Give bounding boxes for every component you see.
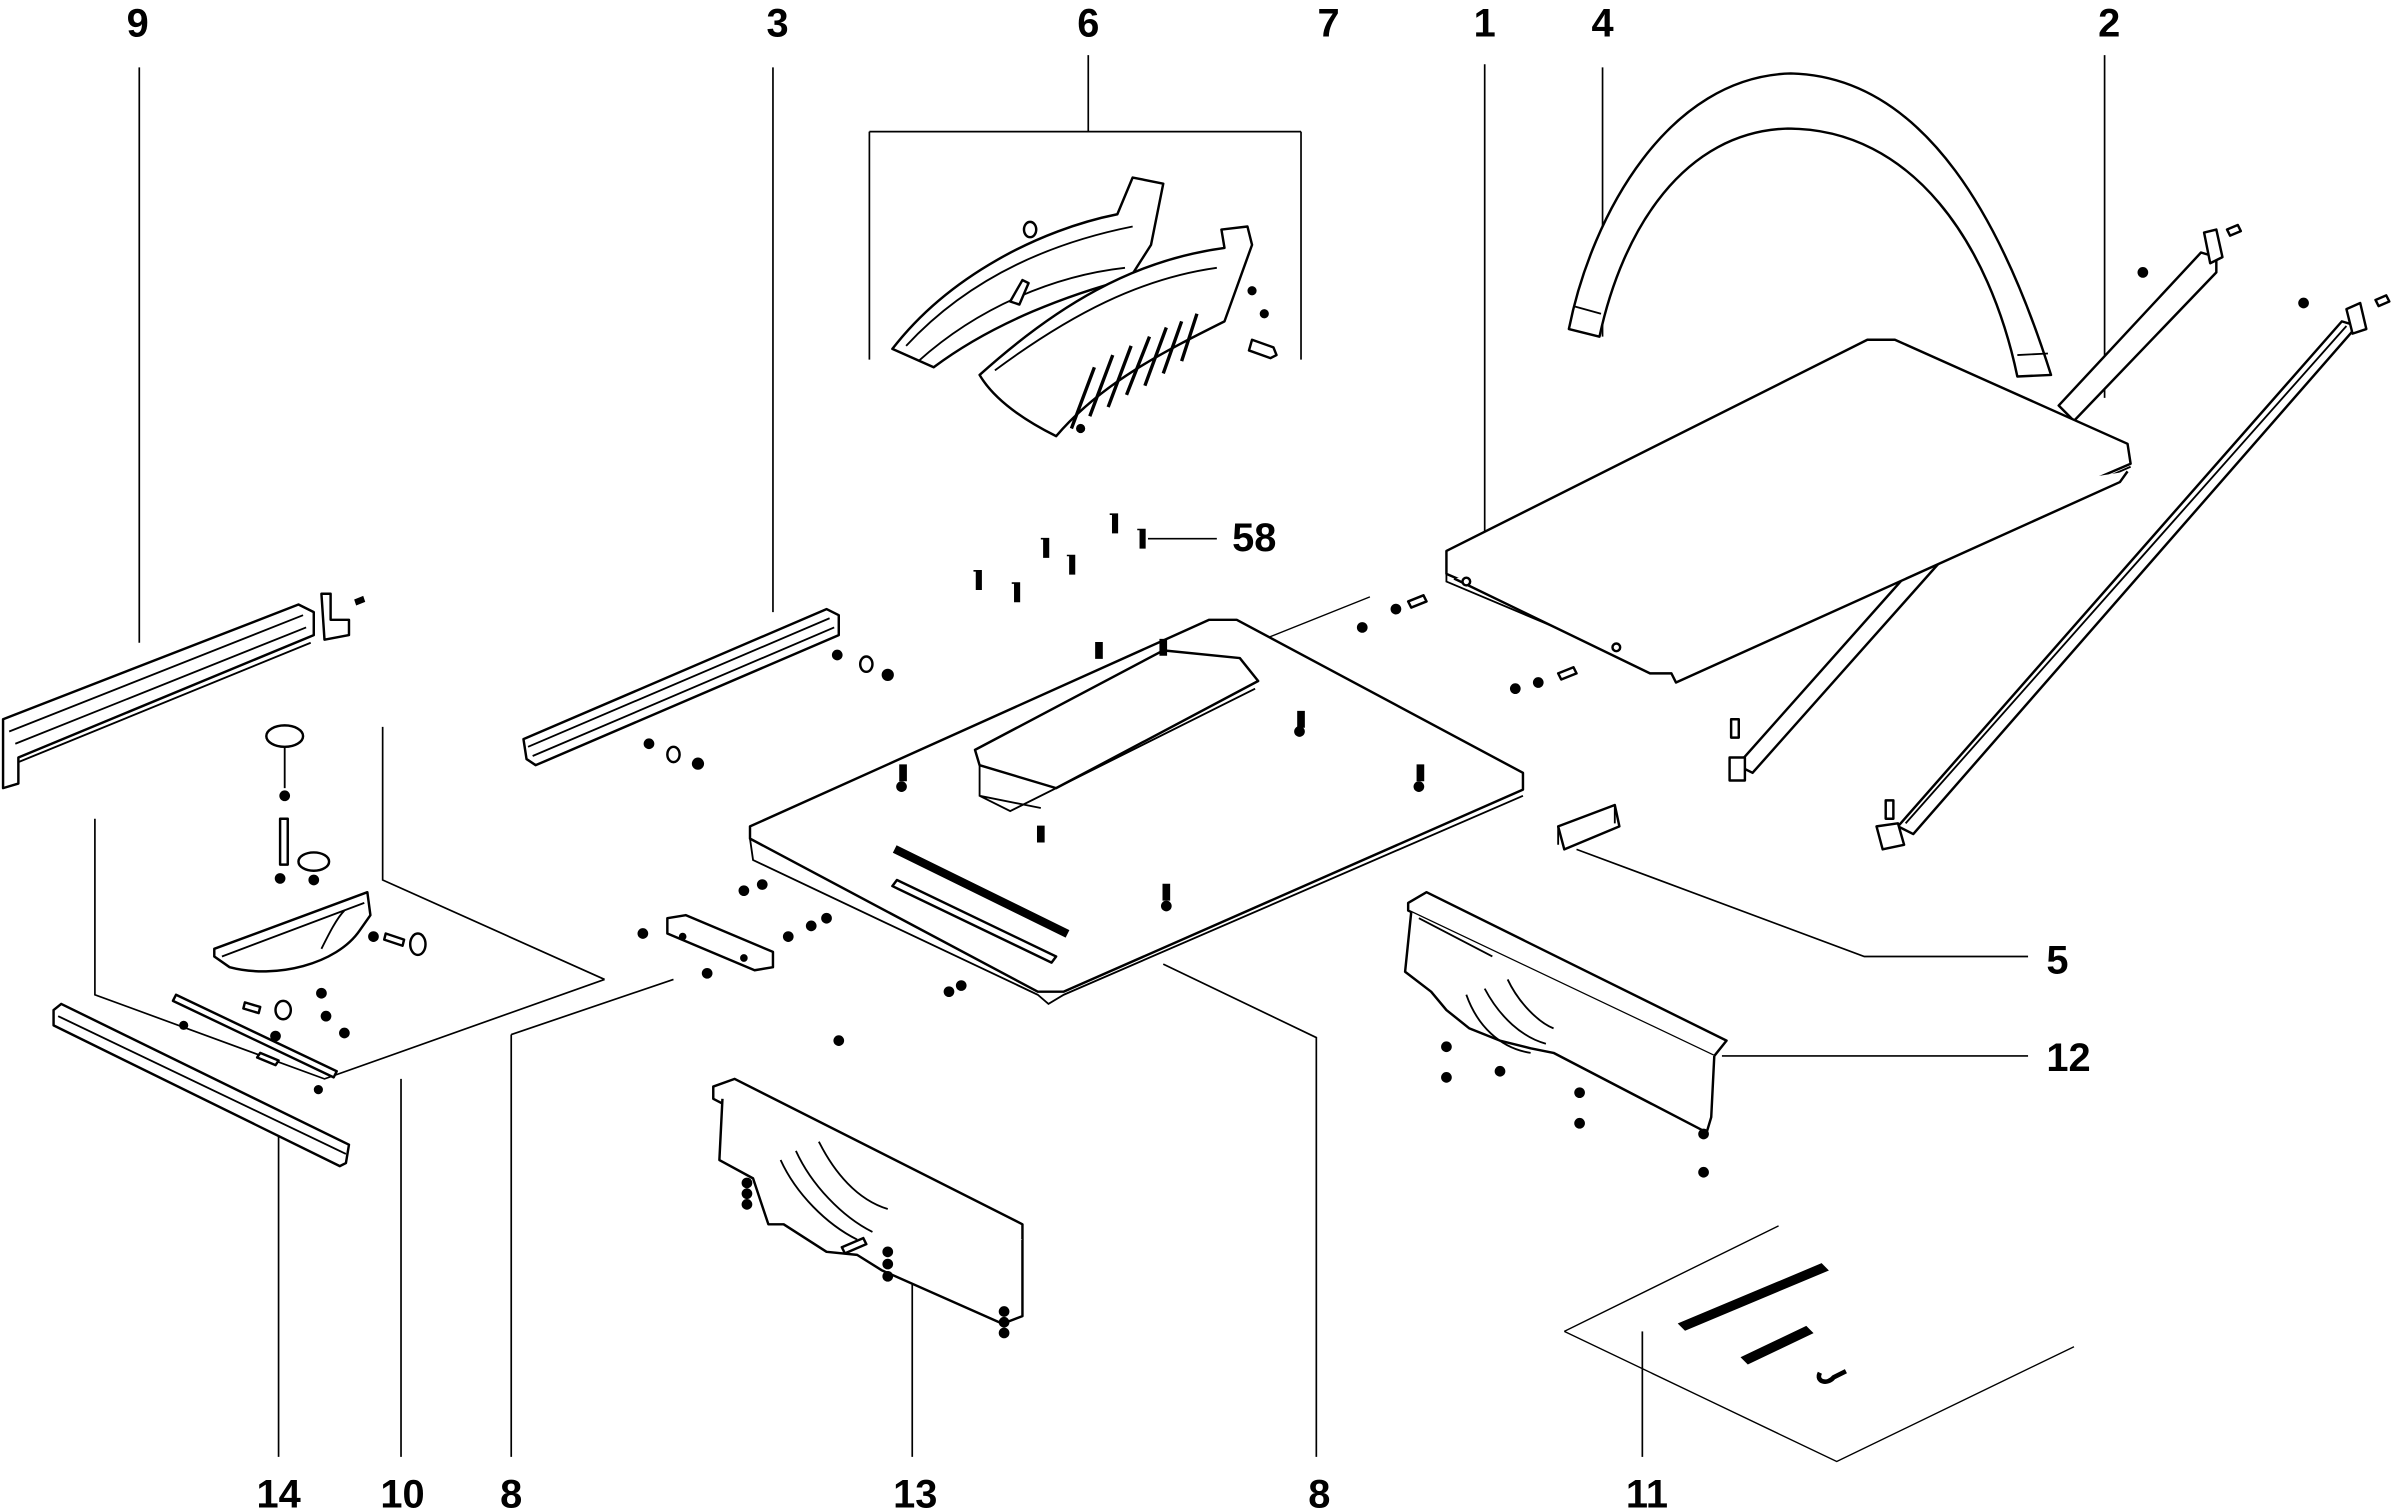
part-13-side-frame [712, 1077, 1024, 1339]
leader-8-left [510, 978, 674, 1457]
part-4-dust-hose [1567, 72, 2053, 378]
part-12-side-frame [1356, 594, 1728, 1178]
callout-12: 12 [2046, 1036, 2090, 1080]
part-1-extension-table [1445, 338, 2132, 684]
callout-1: 1 [1474, 2, 1496, 46]
callout-58: 58 [1232, 516, 1276, 560]
part-5-bracket [1556, 803, 1621, 851]
callout-6: 6 [1077, 2, 1099, 46]
leader-6-7-bracket [868, 55, 1302, 360]
part-11-accessory-kit [1563, 1225, 2075, 1463]
callout-5: 5 [2046, 938, 2068, 982]
callout-11: 11 [1626, 1472, 1668, 1512]
callout-14: 14 [256, 1472, 300, 1512]
callout-8-left: 8 [500, 1472, 522, 1512]
part-6-7-blade-guard [891, 176, 1278, 438]
callout-8-right: 8 [1308, 1472, 1330, 1512]
callout-4: 4 [1591, 2, 1613, 46]
part-10-miter-gauge [171, 724, 427, 1095]
callout-3: 3 [766, 2, 788, 46]
part-8-mounting-plate [637, 879, 967, 1047]
leader-10-box [94, 726, 605, 1457]
callout-7: 7 [1318, 2, 1340, 46]
callout-10: 10 [380, 1472, 424, 1512]
part-8-main-table [748, 618, 1525, 1006]
callout-9: 9 [127, 2, 149, 46]
part-3-fence-rail [522, 607, 894, 770]
leader-8-right [1162, 963, 1318, 1457]
leader-5 [1576, 848, 2029, 958]
part-58-screws [973, 513, 1146, 603]
callout-13: 13 [893, 1472, 937, 1512]
callout-labels: 9 3 6 7 1 4 2 58 5 12 14 10 8 13 8 11 [127, 2, 2121, 1512]
callout-2: 2 [2098, 2, 2120, 46]
part-9-fence-rail [1, 592, 366, 790]
leader-lines [94, 55, 2106, 1457]
part-14-guide-rail [52, 1002, 351, 1168]
